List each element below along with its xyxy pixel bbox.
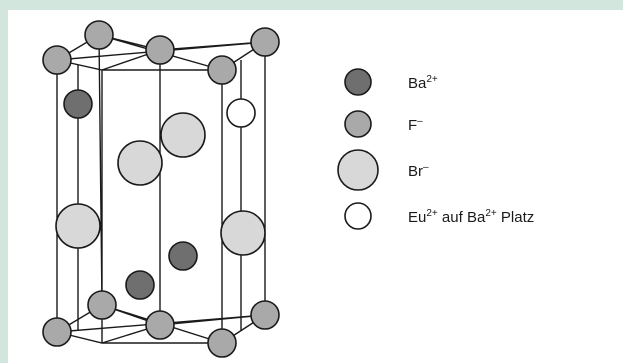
f-ion [84, 20, 114, 50]
legend-label-f: F– [408, 116, 423, 134]
legend-label-br: Br– [408, 162, 429, 180]
f-ion [250, 27, 280, 57]
br-ion [55, 203, 101, 249]
f-ion [250, 300, 280, 330]
f-ion [207, 328, 237, 358]
legend-ba-marker [344, 68, 372, 96]
eu-ion [226, 98, 256, 128]
atoms [42, 20, 280, 358]
legend-f-marker [344, 110, 372, 138]
ba-ion [63, 89, 93, 119]
f-ion [42, 45, 72, 75]
legend-eu-marker [344, 202, 372, 230]
legend-br-marker [337, 149, 379, 191]
br-ion [220, 210, 266, 256]
legend-label-ba: Ba2+ [408, 74, 438, 92]
f-ion [207, 55, 237, 85]
ba-ion [125, 270, 155, 300]
f-ion [145, 310, 175, 340]
legend-label-eu: Eu2+ auf Ba2+ Platz [408, 208, 535, 226]
br-ion [117, 140, 163, 186]
br-ion [160, 112, 206, 158]
lattice-lines [56, 34, 266, 344]
f-ion [87, 290, 117, 320]
f-ion [42, 317, 72, 347]
ba-ion [168, 241, 198, 271]
legend-markers [337, 68, 379, 230]
f-ion [145, 35, 175, 65]
